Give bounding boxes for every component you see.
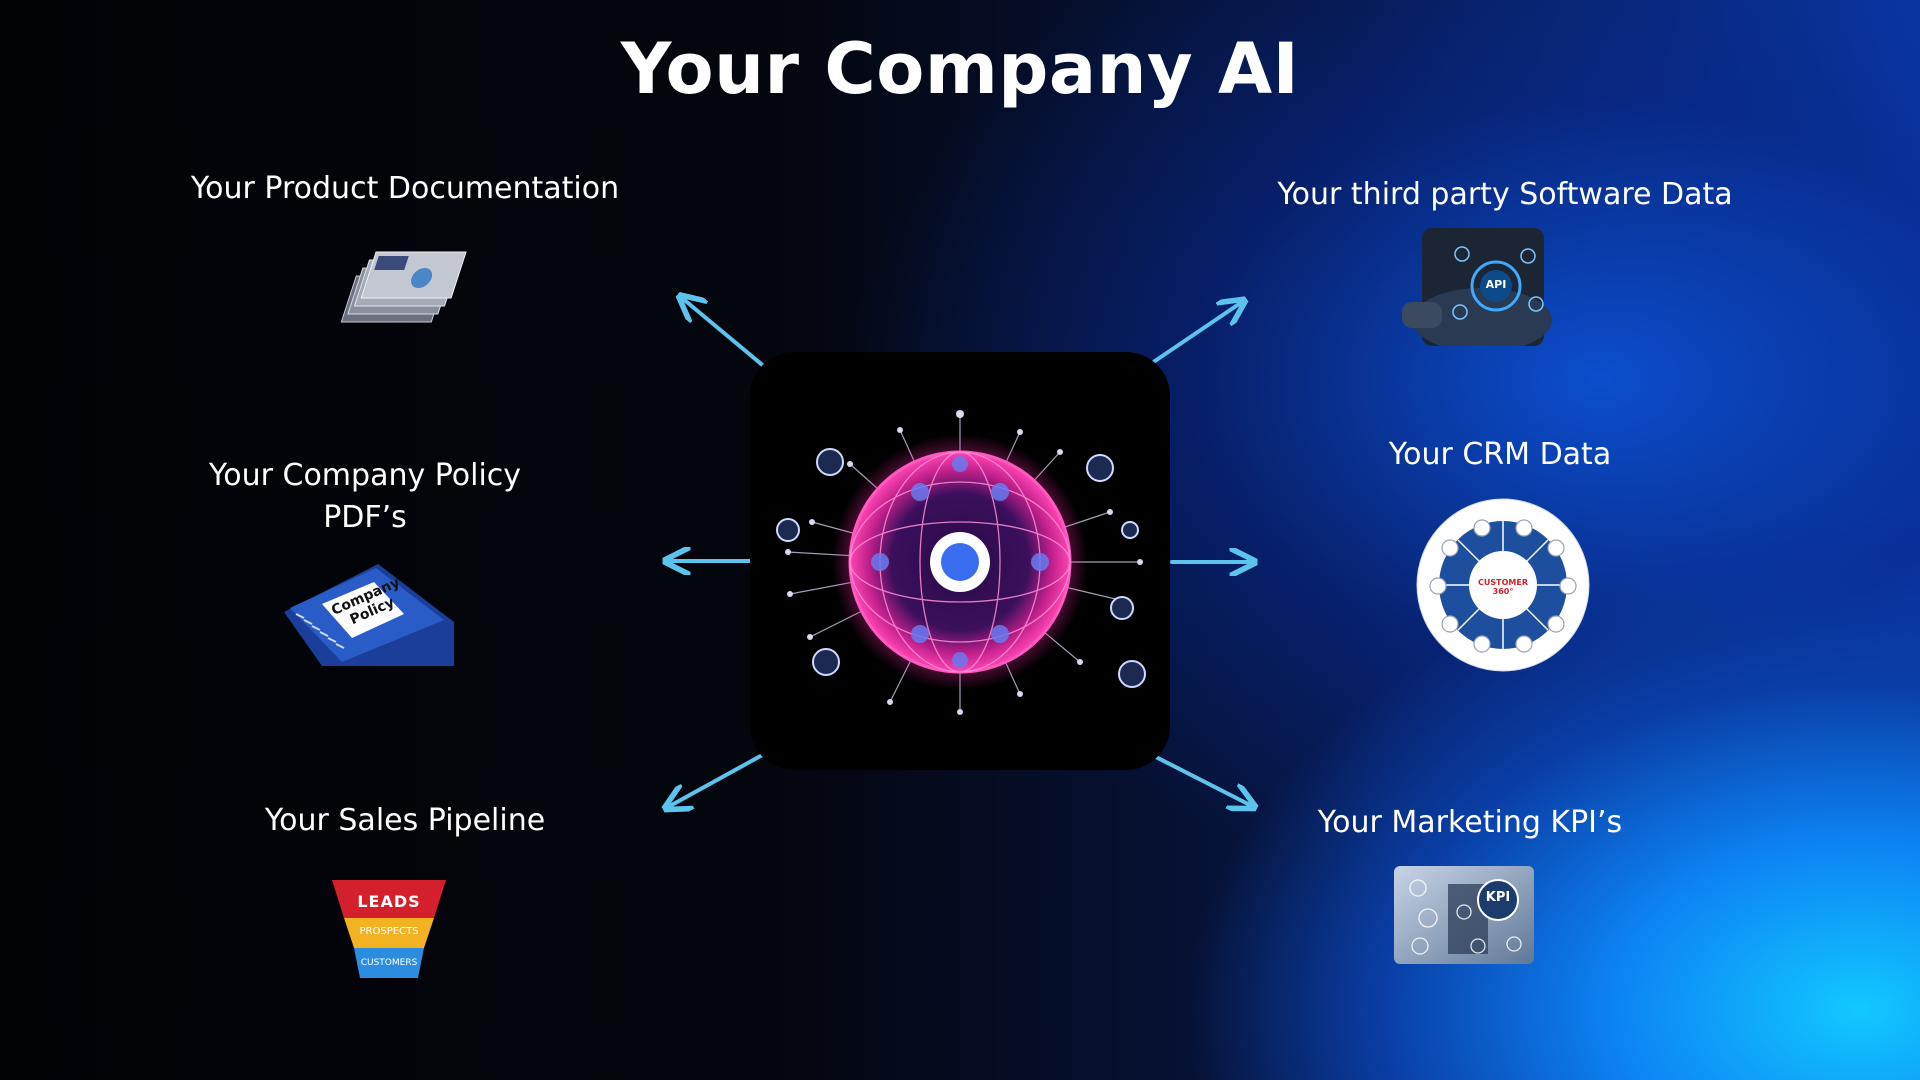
ai-neural-sphere-icon <box>776 410 1146 715</box>
page-title: Your Company AI <box>620 28 1300 110</box>
api-badge-text: API <box>1485 278 1507 291</box>
kpi-touch-icon: KPI <box>1394 866 1534 964</box>
company-policy-label-line1: Your Company Policy <box>208 458 522 493</box>
arrow-to-sales-pipeline <box>668 751 768 807</box>
policy-binder-icon: Company Policy <box>282 560 454 666</box>
funnel-bottom-text: CUSTOMERS <box>360 958 418 968</box>
third-party-software-label: Your third party Software Data <box>1277 177 1733 212</box>
funnel-mid-text: PROSPECTS <box>359 926 419 937</box>
arrow-to-third-party <box>1150 302 1242 365</box>
company-policy-label: Your Company Policy PDF’s <box>150 455 580 539</box>
documentation-stack-icon <box>332 246 468 330</box>
ai-center-tile <box>750 352 1170 770</box>
sales-funnel-icon: LEADS PROSPECTS CUSTOMERS <box>330 878 448 982</box>
crm-data-label: Your CRM Data <box>1388 437 1612 472</box>
sales-pipeline-label: Your Sales Pipeline <box>264 803 546 838</box>
company-policy-label-line2: PDF’s <box>323 500 407 535</box>
arrow-to-product-docs <box>682 298 768 370</box>
arrow-to-marketing <box>1150 753 1252 806</box>
api-hand-icon: API <box>1402 228 1564 346</box>
product-documentation-label: Your Product Documentation <box>190 171 620 206</box>
customer-360-wheel-icon: CUSTOMER 360° <box>1416 498 1590 672</box>
kpi-badge-text: KPI <box>1485 890 1511 905</box>
marketing-kpi-label: Your Marketing KPI’s <box>1317 805 1623 840</box>
funnel-top-text: LEADS <box>357 892 421 911</box>
crm-center-text: CUSTOMER 360° <box>1478 578 1528 596</box>
